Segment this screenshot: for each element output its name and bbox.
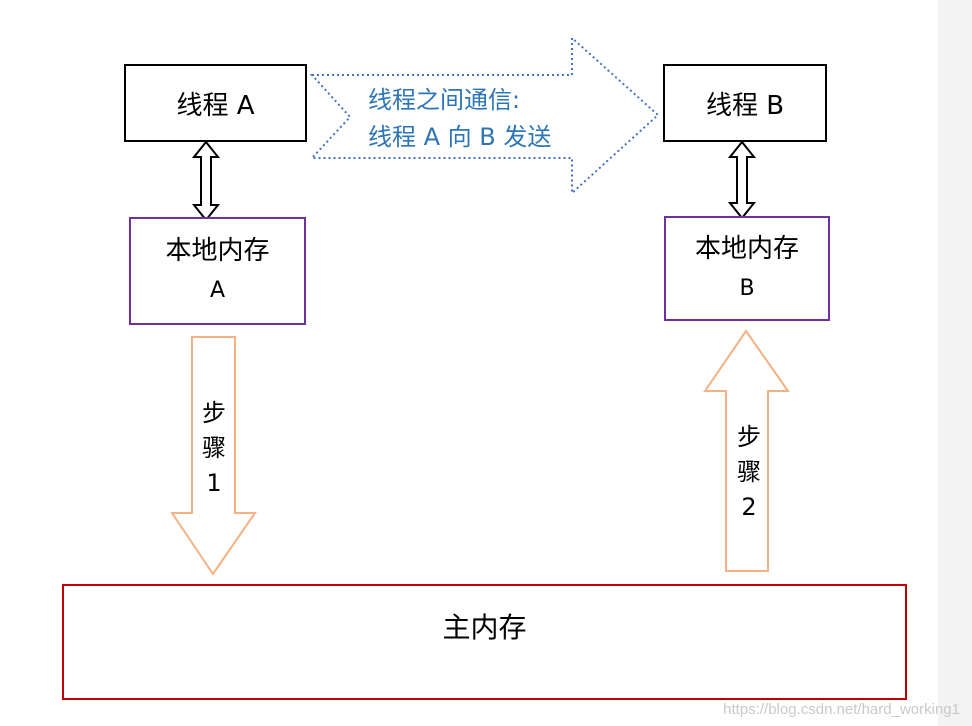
step2-char2: 骤 — [737, 458, 761, 486]
message-arrow — [309, 35, 660, 196]
step2-char1: 步 — [737, 423, 761, 451]
step1-arrow — [170, 336, 257, 576]
thread-a-box: 线程 A — [124, 64, 307, 142]
thread-b-label: 线程 B — [705, 90, 785, 121]
thread-a-label: 线程 A — [176, 90, 255, 121]
step1-label: 步 骤 1 — [194, 396, 234, 501]
step2-label: 步 骤 2 — [729, 420, 769, 525]
step2-number: 2 — [741, 493, 757, 521]
local-memory-a-title: 本地内存 — [165, 236, 270, 266]
double-arrow-a — [191, 140, 221, 222]
step1-char1: 步 — [202, 399, 226, 427]
watermark: https://blog.csdn.net/hard_working1 — [723, 701, 960, 718]
message-text: 线程之间通信: 线程 A 向 B 发送 — [368, 82, 608, 156]
local-memory-a-sub: A — [209, 278, 226, 303]
page-edge-strip — [938, 0, 972, 726]
local-memory-b-sub: B — [739, 275, 755, 301]
step2-arrow — [703, 329, 790, 572]
local-memory-a-box: 本地内存 A — [129, 217, 306, 325]
step1-number: 1 — [206, 469, 222, 497]
message-line-2: 线程 A 向 B 发送 — [368, 123, 552, 151]
main-memory-box: 主内存 — [62, 584, 907, 700]
step1-char2: 骤 — [202, 434, 226, 462]
local-memory-b-box: 本地内存 B — [664, 216, 830, 321]
main-memory-label: 主内存 — [442, 611, 527, 644]
thread-b-box: 线程 B — [663, 64, 827, 142]
message-line-1: 线程之间通信: — [368, 86, 521, 114]
local-memory-b-title: 本地内存 — [694, 233, 799, 264]
double-arrow-b — [727, 140, 757, 220]
